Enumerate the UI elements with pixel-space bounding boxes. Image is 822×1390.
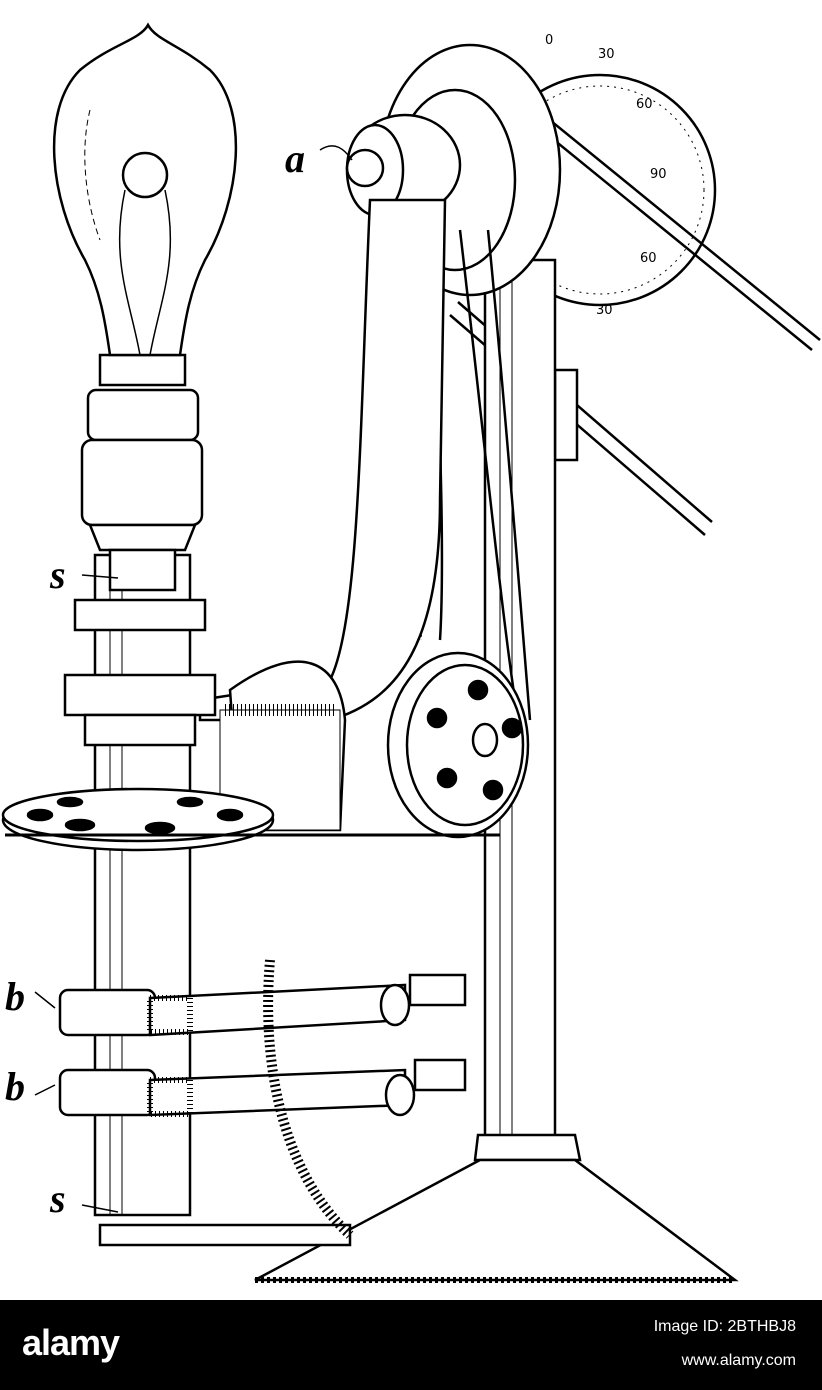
brand-logo: alamy: [22, 1322, 120, 1363]
lamp-socket: [80, 353, 204, 592]
label-s-bottom: s: [49, 1176, 66, 1221]
frame-arm: [198, 198, 447, 832]
dial-tick-label: 30: [598, 47, 615, 62]
illustration-area: 0 30 60 90 60 30: [1, 22, 821, 1283]
label-b-top: b: [5, 974, 25, 1019]
dial-tick-label: 90: [650, 167, 667, 182]
side-pulley: [386, 651, 530, 839]
image-id-text: Image ID: 2BTHBJ8: [653, 1318, 796, 1335]
label-a: a: [285, 136, 305, 181]
site-url-text: www.alamy.com: [681, 1352, 796, 1369]
label-s-top: s: [49, 552, 66, 597]
label-b-bottom: b: [5, 1064, 25, 1109]
turntable-disk: [1, 787, 500, 852]
dial-tick-label: 60: [636, 97, 653, 112]
engraving-instrument: 0 30 60 90 60 30: [1, 22, 821, 1283]
dial-tick-label: 0: [545, 33, 553, 48]
dial-tick-label: 60: [640, 251, 657, 266]
watermark-bar: alamy Image ID: 2BTHBJ8 www.alamy.com: [0, 1300, 822, 1390]
dial-tick-label: 30: [596, 303, 613, 318]
upper-clamp: [58, 973, 467, 1037]
label-leaders: [34, 145, 353, 1213]
lower-clamp: [58, 1058, 467, 1117]
lower-belt: [263, 959, 354, 1239]
light-bulb: [52, 22, 238, 357]
